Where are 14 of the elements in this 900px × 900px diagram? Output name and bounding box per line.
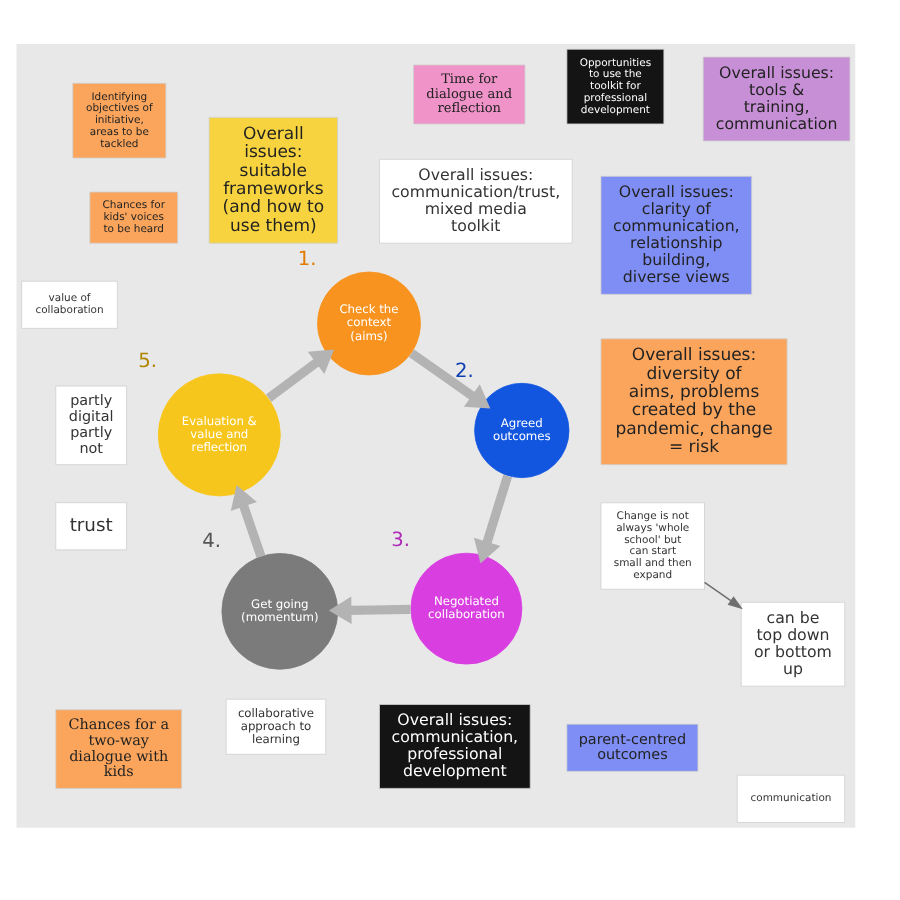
- node-label: 4.: [202, 530, 222, 553]
- node-label: 5.: [138, 351, 158, 374]
- node-box: Overall issues: diversity of aims, problems created by the pandemic, change = risk: [600, 338, 788, 466]
- node-box: Overall issues: suitable frameworks (and how to use them): [208, 117, 338, 244]
- node-label: 3.: [391, 530, 410, 553]
- node-box: trust: [55, 502, 127, 551]
- arrow: [408, 349, 491, 409]
- arrow: [474, 474, 513, 564]
- arrow: [230, 485, 266, 558]
- arrow: [703, 581, 743, 610]
- arrow: [328, 596, 411, 625]
- node-label: 1.: [297, 249, 317, 272]
- arrow: [266, 349, 335, 402]
- node-label: 2.: [454, 360, 474, 383]
